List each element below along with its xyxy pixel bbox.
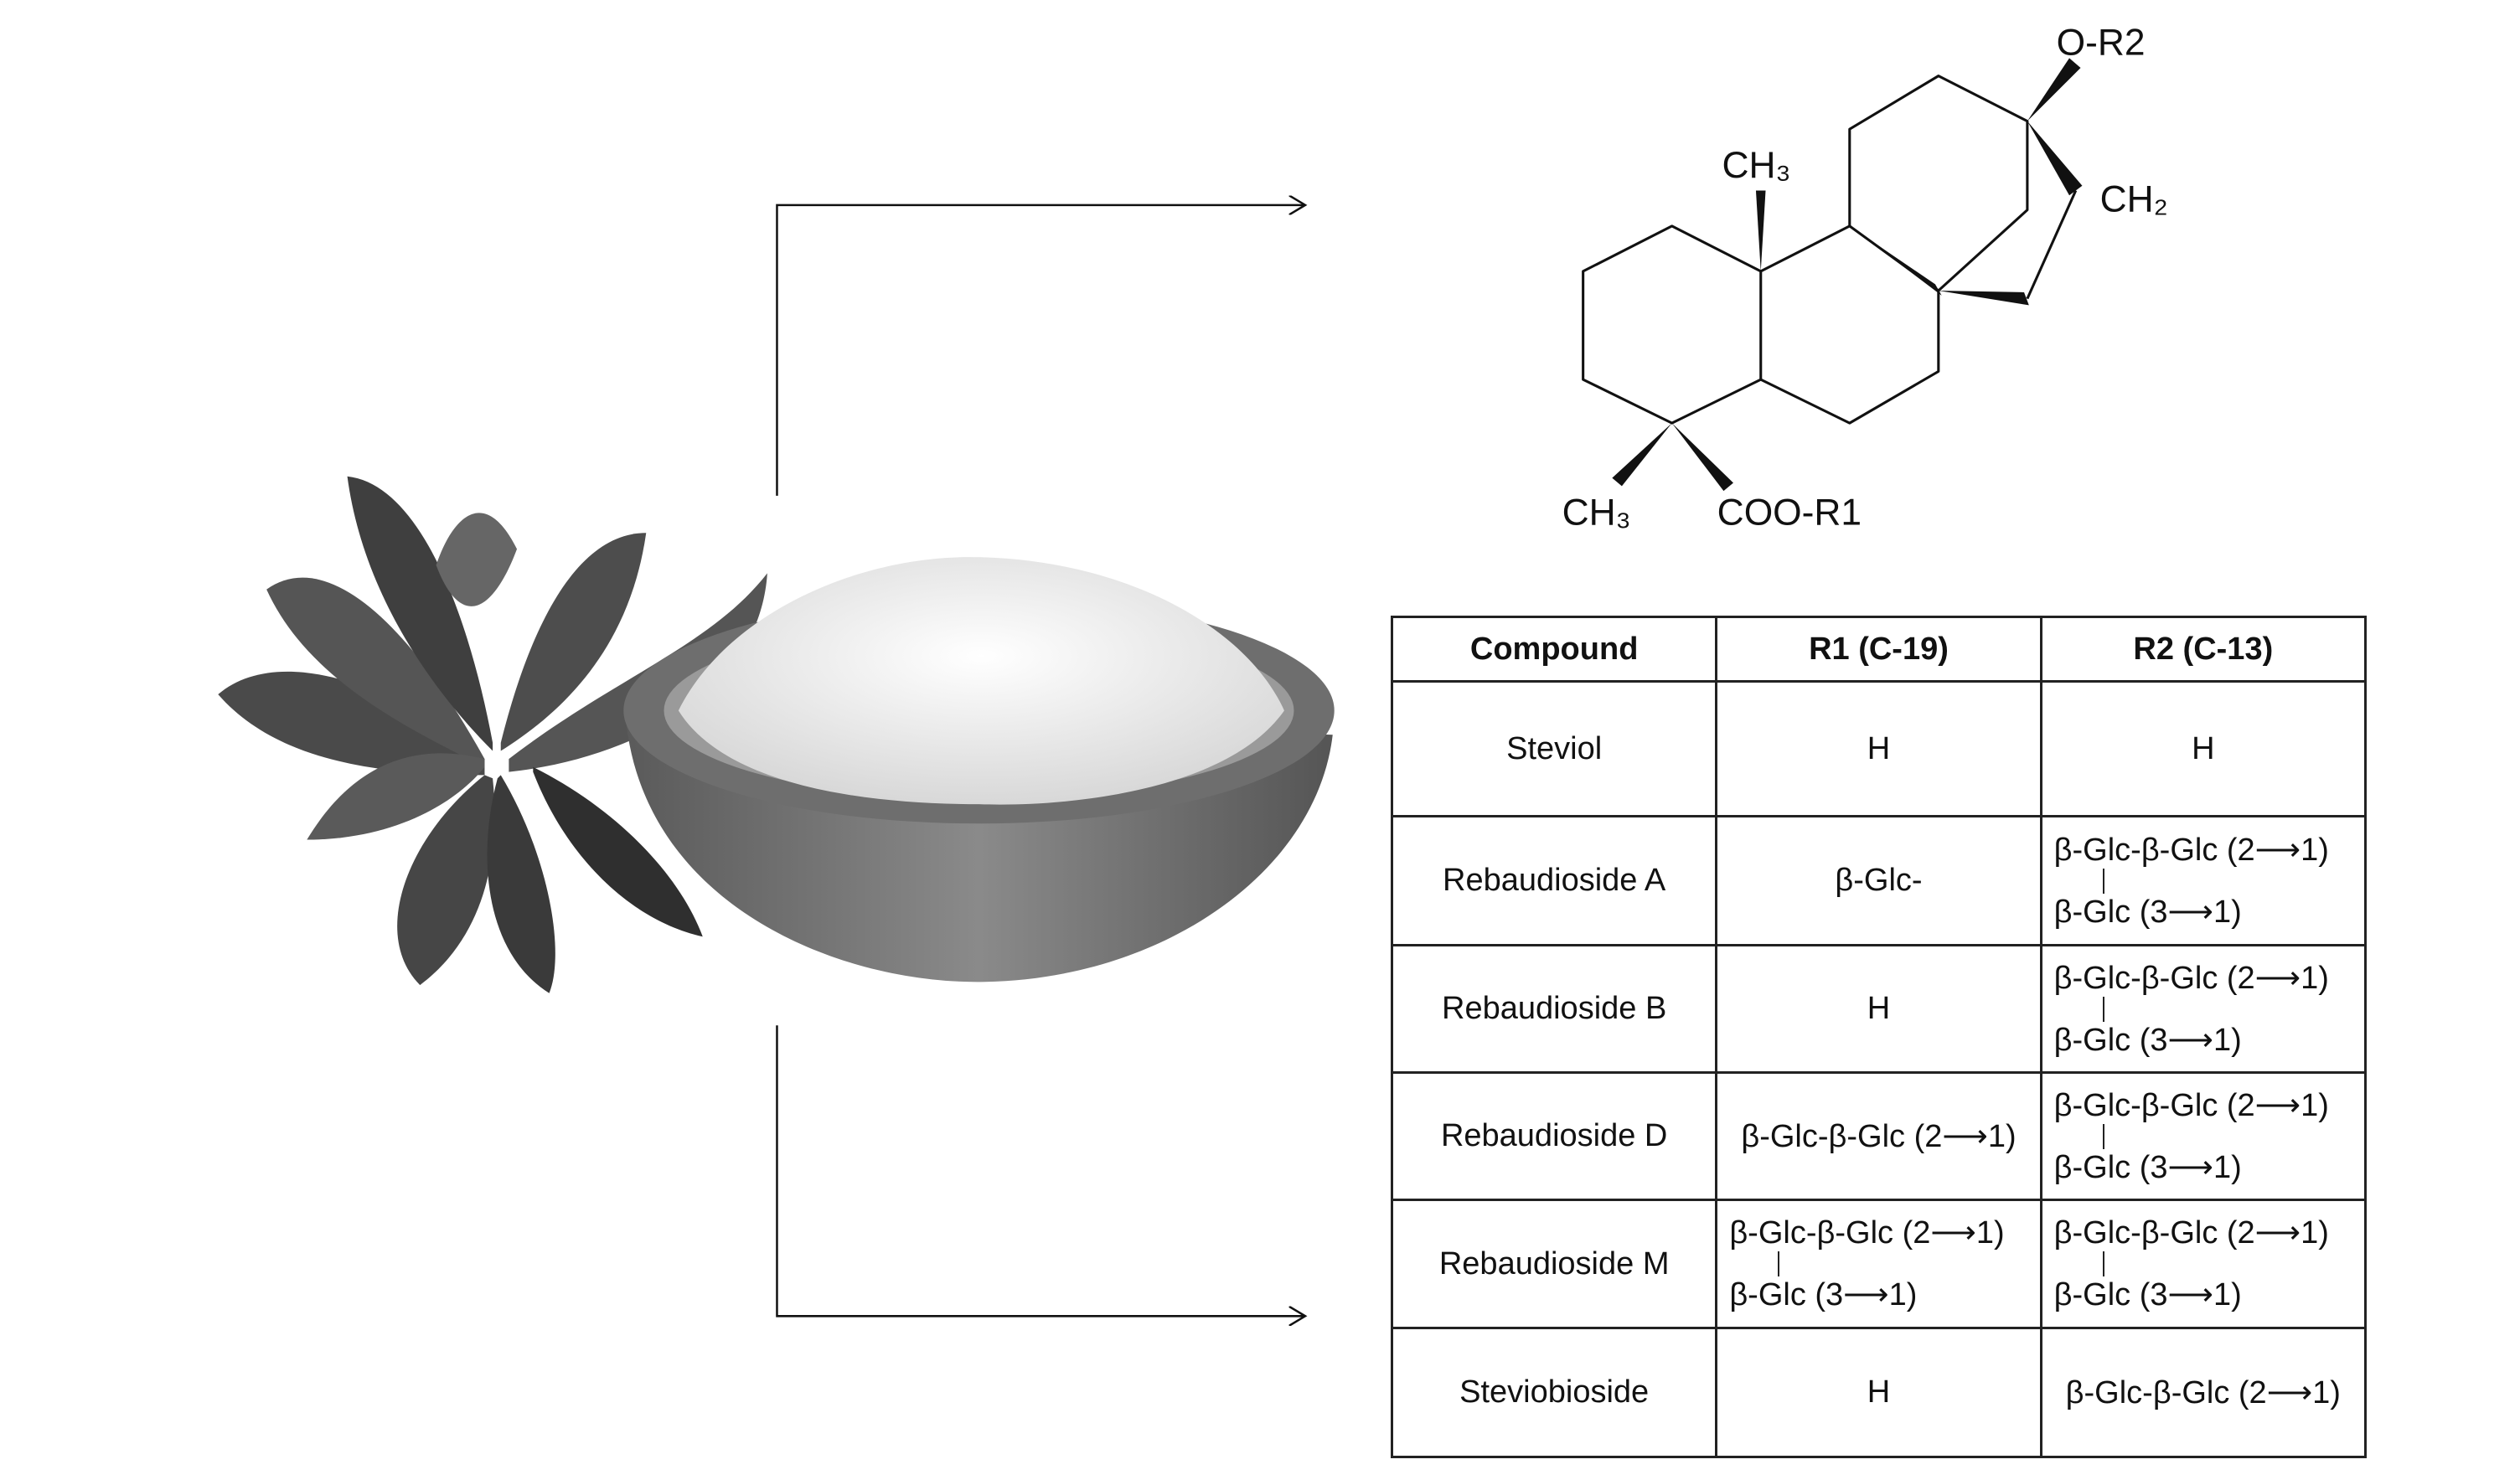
- glycoside-branch: β-Glc (3⟶1): [2053, 1277, 2242, 1312]
- glycoside-branch: β-Glc (3⟶1): [2053, 894, 2242, 930]
- label-ch3-top: CH₃: [1722, 145, 1790, 186]
- r1-cell: β-Glc-: [1715, 815, 2042, 946]
- glycoside-branch: β-Glc (3⟶1): [2053, 1022, 2242, 1058]
- substituent: H: [1867, 991, 1891, 1026]
- r1-cell: H: [1715, 944, 2042, 1074]
- substituent: H: [1867, 1374, 1891, 1410]
- header-r1: R1 (C-19): [1715, 616, 2042, 683]
- r2-cell: β-Glc-β-Glc (2⟶1) β-Glc (3⟶1): [2039, 1199, 2368, 1329]
- glycoside-chain: β-Glc-β-Glc (2⟶1): [1729, 1215, 2005, 1251]
- r2-cell: H: [2039, 680, 2368, 817]
- label-ch2: CH₂: [2100, 179, 2168, 220]
- branch-bond: [2102, 868, 2104, 894]
- glycoside-chain: β-Glc-β-Glc (2⟶1): [2053, 1087, 2329, 1123]
- sugar-bowl-image: [623, 557, 1335, 982]
- header-r2: R2 (C-13): [2039, 616, 2368, 683]
- r2-cell: β-Glc-β-Glc (2⟶1) β-Glc (3⟶1): [2039, 815, 2368, 946]
- branch-bond: [2102, 1123, 2104, 1149]
- bridge: [2026, 189, 2078, 300]
- r2-cell: β-Glc-β-Glc (2⟶1) β-Glc (3⟶1): [2039, 944, 2368, 1074]
- table-row: Steviol H H: [1390, 680, 2368, 817]
- arrow-to-table: [776, 1025, 1305, 1316]
- r1-cell: β-Glc-β-Glc (2⟶1): [1715, 1071, 2042, 1201]
- label-ch3-bottom: CH₃: [1562, 492, 1631, 534]
- r1-cell: H: [1715, 680, 2042, 817]
- header-compound: Compound: [1390, 616, 1718, 683]
- steviol-structure: [1582, 75, 2078, 425]
- table-row: Rebaudioside M β-Glc-β-Glc (2⟶1) β-Glc (3⟶…: [1390, 1199, 2368, 1329]
- r1-cell: β-Glc-β-Glc (2⟶1) β-Glc (3⟶1): [1715, 1199, 2042, 1329]
- substituent: β-Glc-β-Glc (2⟶1): [2065, 1375, 2341, 1410]
- glycoside-branch: β-Glc (3⟶1): [2053, 1149, 2242, 1185]
- substituent: H: [2192, 730, 2215, 766]
- glycoside-chain: β-Glc-β-Glc (2⟶1): [2053, 1215, 2329, 1251]
- r2-cell: β-Glc-β-Glc (2⟶1) β-Glc (3⟶1): [2039, 1071, 2368, 1201]
- ring-a: [1582, 224, 1763, 425]
- label-o-r2: O-R2: [2057, 23, 2146, 64]
- compound-cell: Steviol: [1390, 680, 1718, 817]
- r2-cell: β-Glc-β-Glc (2⟶1): [2039, 1327, 2368, 1458]
- stevia-plant-image: [218, 476, 767, 993]
- glycoside-chain: β-Glc-β-Glc (2⟶1): [2053, 832, 2329, 868]
- compound-cell: Steviobioside: [1390, 1327, 1718, 1458]
- compound-cell: Rebaudioside D: [1390, 1071, 1718, 1201]
- stereo-wedges: [1612, 58, 2083, 492]
- arrow-to-structure: [776, 205, 1305, 496]
- r1-cell: H: [1715, 1327, 2042, 1458]
- substituent: β-Glc-β-Glc (2⟶1): [1741, 1119, 2017, 1154]
- branch-bond: [2102, 996, 2104, 1022]
- table-header-row: Compound R1 (C-19) R2 (C-13): [1390, 616, 2368, 683]
- ring-b: [1760, 224, 1940, 425]
- glycoside-chain: β-Glc-β-Glc (2⟶1): [2053, 960, 2329, 996]
- structure-labels: O-R2 CH₃ CH₂ CH₃ COO-R1: [1562, 23, 2168, 534]
- compound-cell: Rebaudioside A: [1390, 815, 1718, 946]
- label-coo-r1: COO-R1: [1717, 492, 1862, 534]
- substituent: β-Glc-: [1835, 863, 1923, 898]
- substituent: H: [1867, 730, 1891, 766]
- ring-c: [1848, 75, 2029, 292]
- branch-bond: [2102, 1251, 2104, 1276]
- glycoside-branch: β-Glc (3⟶1): [1729, 1277, 1918, 1312]
- compound-cell: Rebaudioside M: [1390, 1199, 1718, 1329]
- branch-bond: [1778, 1251, 1780, 1276]
- compound-cell: Rebaudioside B: [1390, 944, 1718, 1074]
